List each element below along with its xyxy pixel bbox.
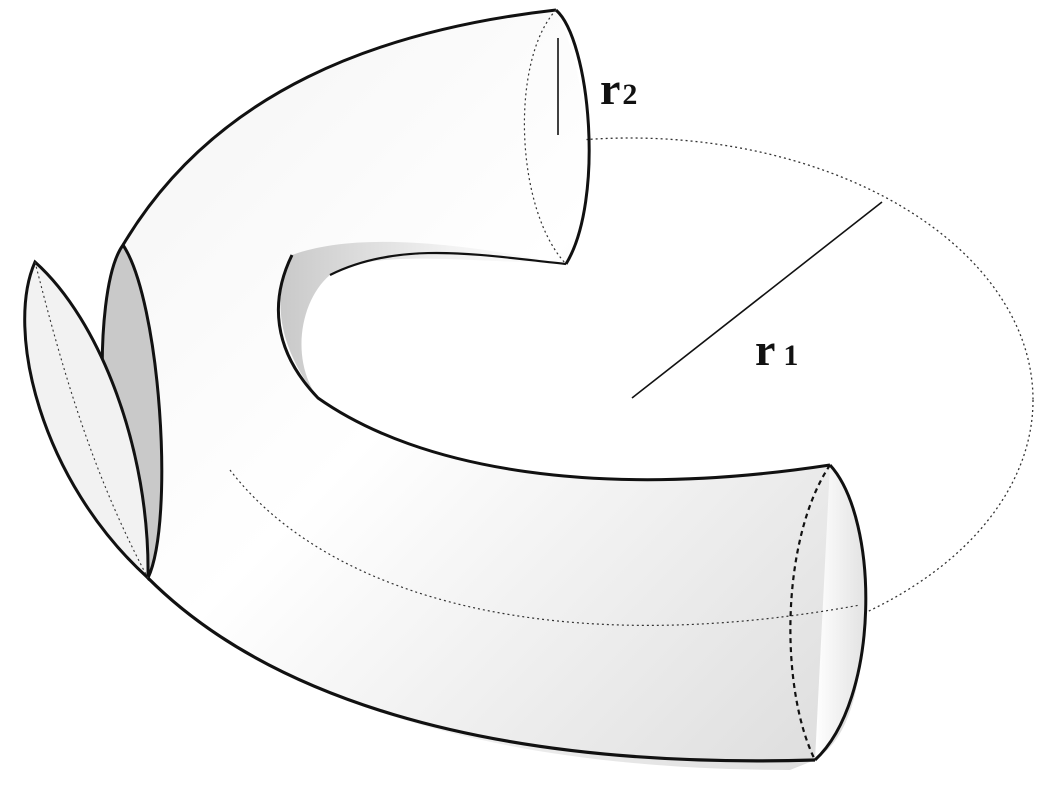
r2-label: r2 — [600, 63, 637, 114]
tube-top-edge — [121, 8, 557, 246]
bottom-end-cap-outline — [813, 463, 868, 762]
r1-radius-line — [631, 201, 883, 399]
tube-inner-edge — [276, 254, 831, 482]
tube-inner-wall — [280, 241, 566, 398]
tube-inner-top-edge — [329, 251, 567, 276]
tube-outer-surface — [123, 10, 862, 770]
tube-bottom-edge — [146, 576, 816, 763]
top-end-cap-front — [554, 8, 591, 265]
major-circle-front-guide — [229, 469, 861, 626]
bottom-end-cap-hidden — [789, 464, 831, 761]
cut-section-leaf-hidden — [34, 261, 149, 579]
